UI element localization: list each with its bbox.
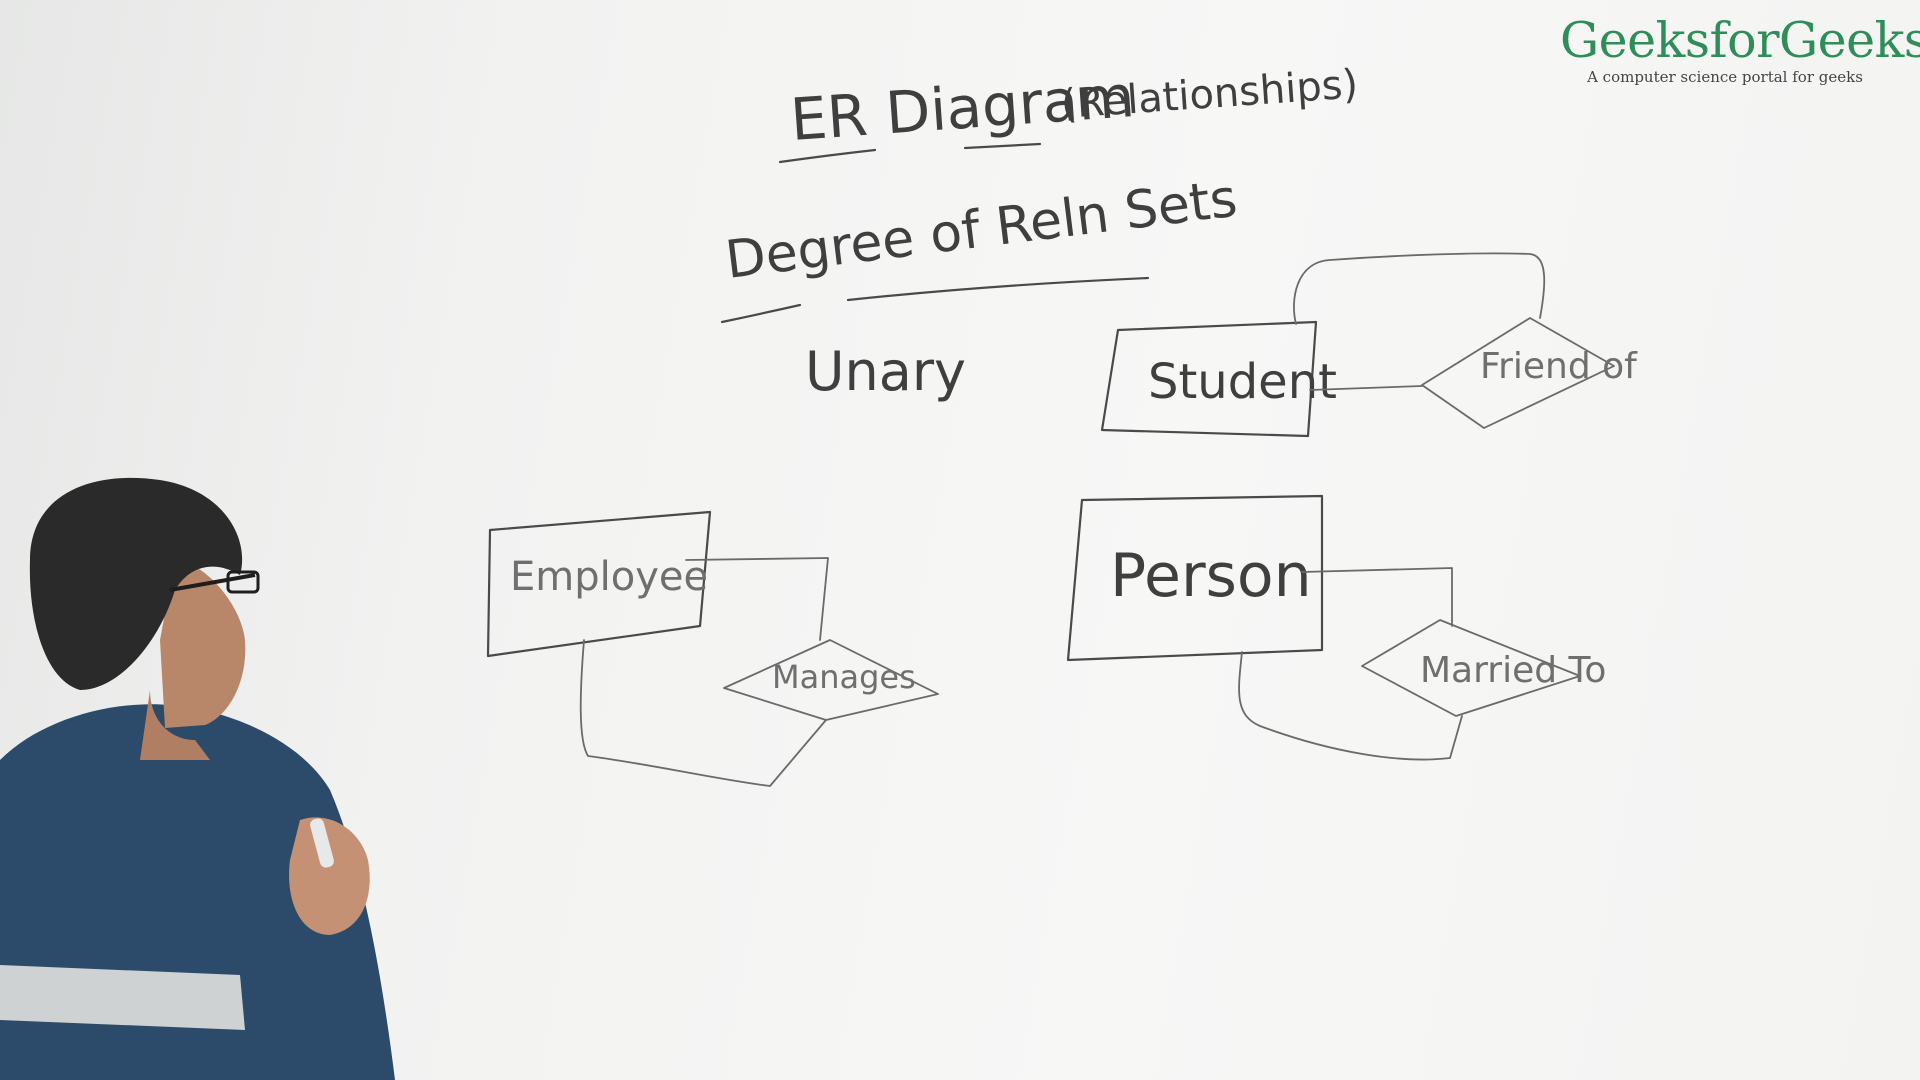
entity-box-student [1100, 320, 1318, 438]
connector-student-loop [1293, 252, 1546, 325]
connector-person-married-bottom [1238, 651, 1463, 761]
connector-person-married-top [1301, 567, 1453, 627]
presenter [0, 477, 395, 1080]
connector-employee-manages-top [685, 557, 829, 641]
entity-box-employee [486, 510, 712, 658]
relationship-diamond-manages [723, 639, 939, 721]
logo-tagline: A computer science portal for geeks [1587, 68, 1863, 86]
diagram-employee-manages: Employee Manages [486, 510, 939, 787]
label-unary: Unary [805, 340, 966, 403]
subtitle-degree: Degree of Reln Sets [722, 169, 1240, 291]
presenter-hair [29, 477, 243, 690]
shirt-stripe [0, 965, 245, 1030]
relationship-label-friend: Friend of [1480, 346, 1638, 387]
title-underline-2 [963, 142, 1042, 150]
entity-label-employee: Employee [510, 554, 708, 600]
diagram-student-friend: Student Friend of [1100, 252, 1638, 438]
relationship-label-married: Married To [1420, 650, 1606, 691]
entity-label-person: Person [1110, 541, 1312, 611]
subtitle-underline-1 [720, 303, 802, 324]
relationship-diamond-married [1361, 619, 1581, 717]
presenter-neck [140, 690, 210, 760]
marker-icon [310, 818, 334, 868]
connector-student-friend [1309, 385, 1423, 391]
connector-employee-manages-bottom [579, 639, 827, 787]
presenter-hand [289, 817, 370, 935]
glasses-icon [169, 573, 256, 592]
entity-label-student: Student [1148, 354, 1337, 410]
glasses-lens [226, 570, 260, 594]
logo-title: GeeksforGeeks [1560, 12, 1920, 69]
entity-box-person [1066, 494, 1324, 662]
presenter-face [160, 560, 246, 728]
diagram-person-married: Person Married To [1066, 494, 1606, 761]
relationship-diamond-friend [1421, 317, 1615, 429]
title-underline-1 [778, 148, 877, 164]
relationship-label-manages: Manages [772, 658, 916, 696]
geeksforgeeks-logo: GeeksforGeeks A computer science portal … [1560, 12, 1920, 87]
subtitle-underline-2 [846, 276, 1150, 302]
